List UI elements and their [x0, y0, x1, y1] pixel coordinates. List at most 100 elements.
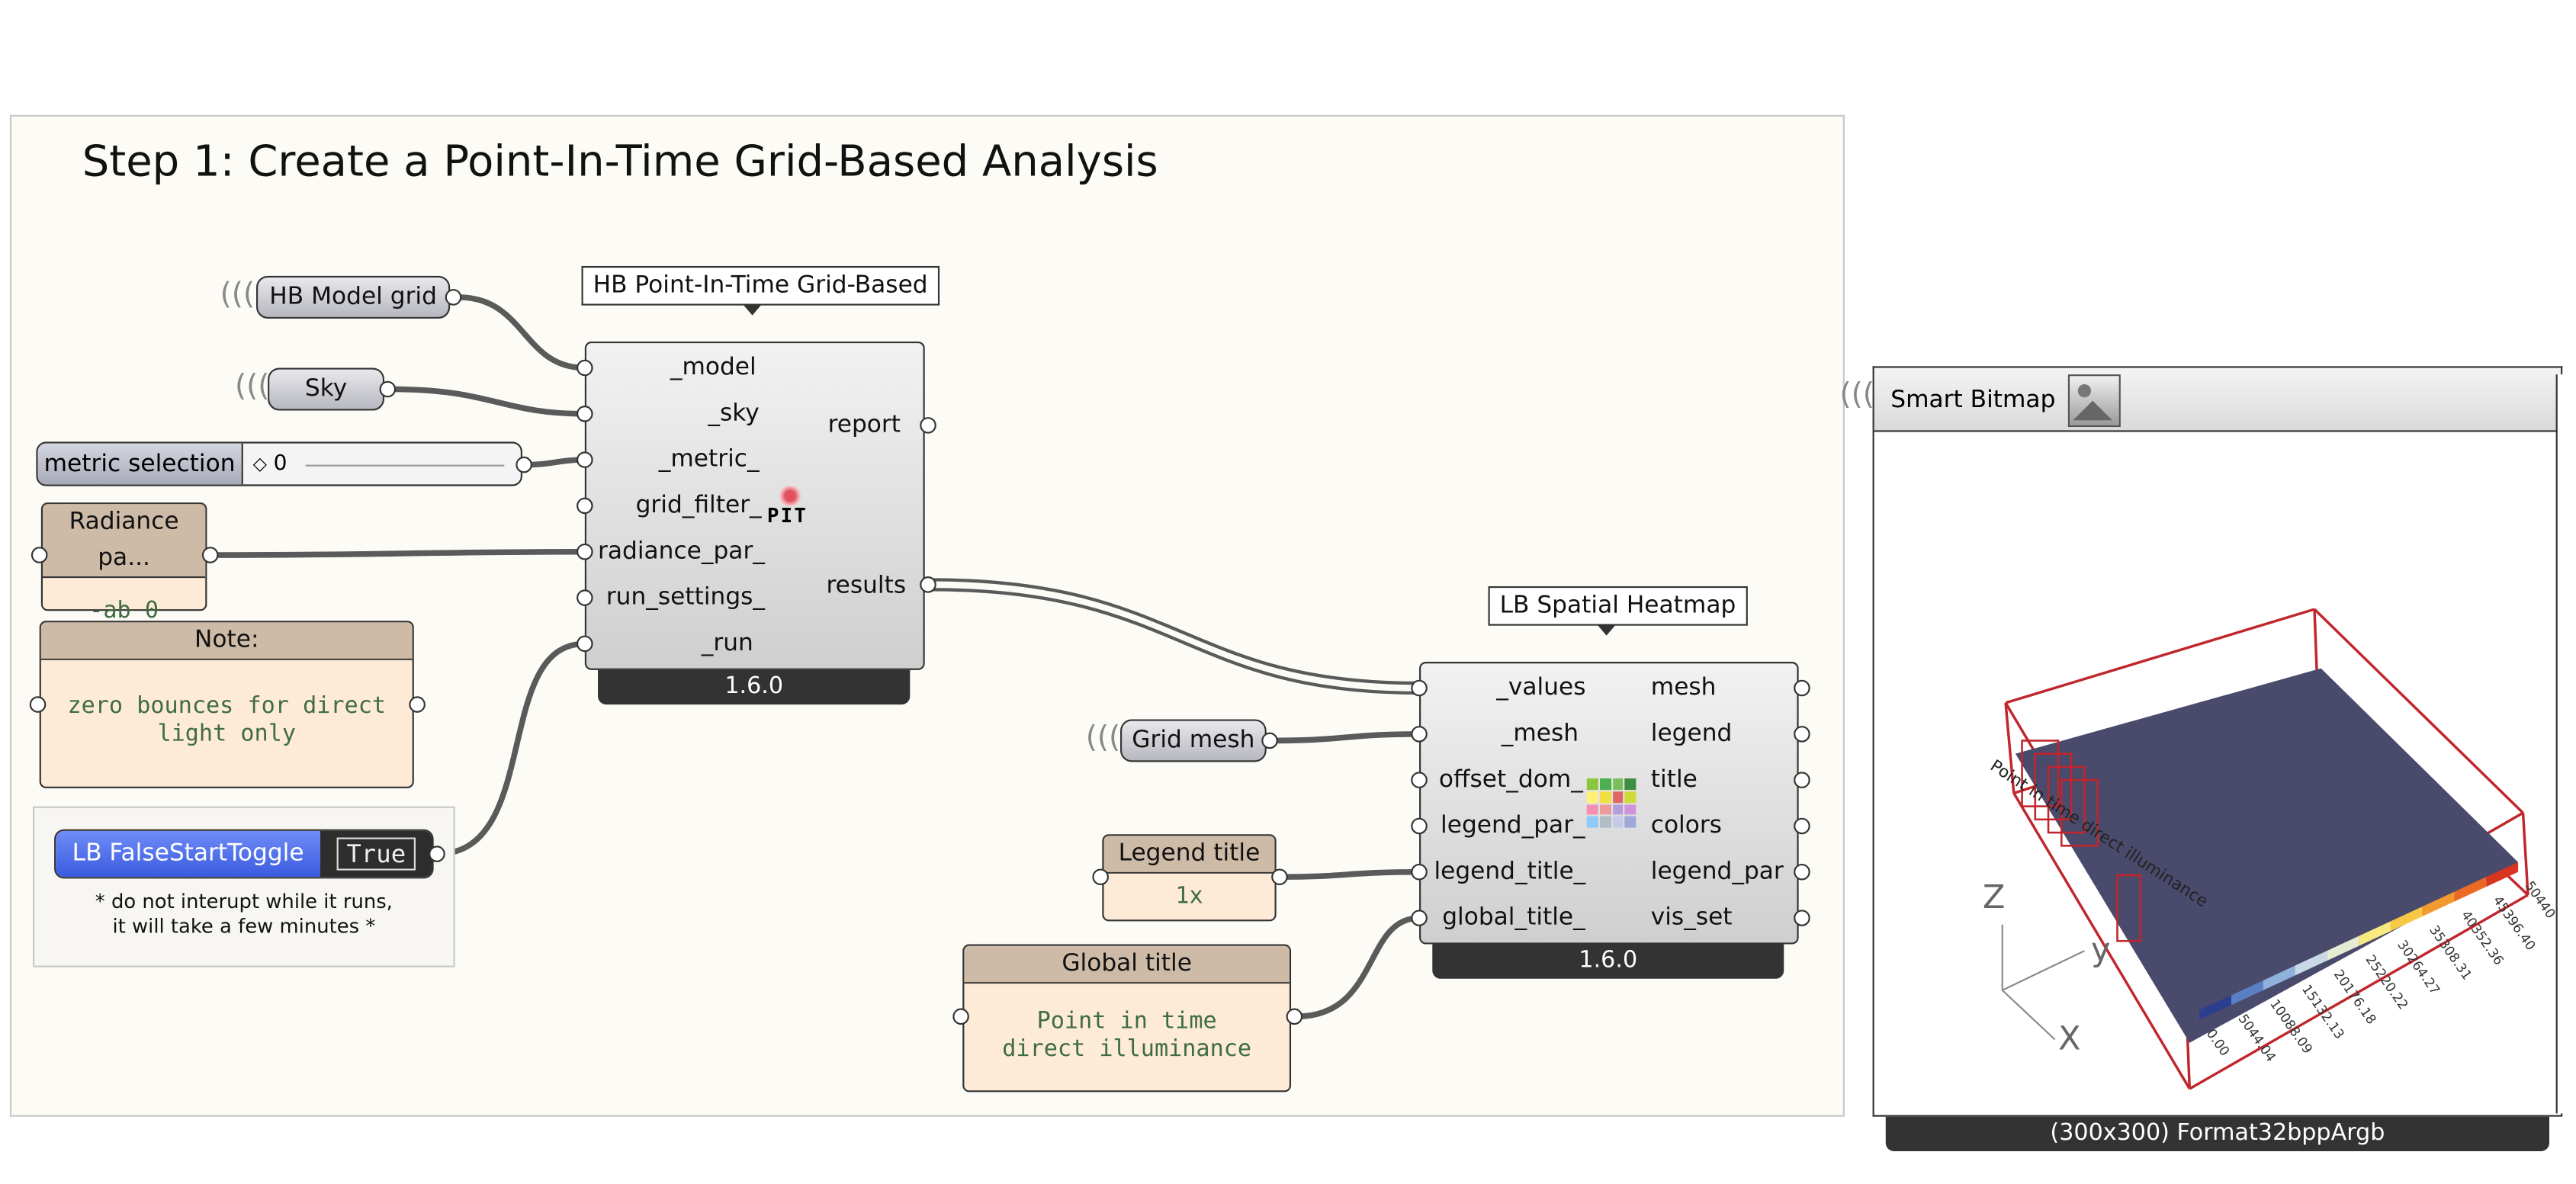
wire-results-a	[930, 578, 1420, 685]
lb-input-legend-par[interactable]: legend_par_	[1441, 813, 1585, 839]
hb-dot-out[interactable]	[920, 576, 936, 593]
hb-input-sky[interactable]: _sky	[708, 400, 760, 428]
hb-input-grid-filter[interactable]: grid_filter_	[635, 493, 762, 519]
param-sky[interactable]: Sky	[268, 367, 385, 411]
hb-input-run[interactable]: _run	[701, 631, 753, 657]
slider-handle-icon[interactable]: ◇	[252, 453, 267, 475]
panel-legend-title[interactable]: Legend title 1x	[1102, 834, 1277, 922]
hb-input-run-settings[interactable]: run_settings_	[605, 584, 766, 611]
slider-output[interactable]	[516, 456, 532, 473]
bbox-edge	[2005, 608, 2315, 704]
image-icon	[2068, 374, 2122, 426]
axis-x-line	[2001, 990, 2056, 1041]
lb-input-global-title[interactable]: global_title_	[1442, 904, 1585, 932]
slider-track[interactable]: ◇ 0	[243, 444, 521, 485]
panel-note-input[interactable]	[29, 696, 47, 713]
hb-input-model[interactable]: _model	[670, 355, 756, 381]
lb-input-mesh[interactable]: _mesh	[1501, 720, 1579, 748]
lb-output-title[interactable]: title	[1650, 766, 1698, 794]
wire-sky	[387, 386, 588, 417]
param-grid-mesh-output[interactable]	[1261, 732, 1278, 749]
lb-dot-in[interactable]	[1411, 726, 1428, 743]
param-sky-label: Sky	[304, 376, 348, 403]
hb-input-radiance-par[interactable]: radiance_par_	[598, 538, 765, 565]
param-hb-model-grid-output[interactable]	[445, 289, 462, 306]
panel-legend-title-input[interactable]	[1092, 868, 1109, 886]
toggle-switch[interactable]: True	[320, 830, 432, 878]
legend-swatch	[2231, 980, 2263, 1006]
lb-input-legend-title[interactable]: legend_title_	[1434, 858, 1586, 886]
toggle-output[interactable]	[429, 845, 445, 862]
panel-radiance-text: -ab 0	[89, 598, 159, 624]
legend-swatch	[2422, 891, 2455, 916]
hb-output-report[interactable]: report	[827, 412, 901, 439]
lb-output-colors[interactable]: colors	[1650, 813, 1722, 839]
panel-note-title: Note:	[40, 622, 413, 660]
lb-dot-in[interactable]	[1411, 864, 1428, 881]
group-title: Step 1: Create a Point-In-Time Grid-Base…	[82, 137, 1158, 188]
panel-global-title-input[interactable]	[952, 1008, 969, 1025]
panel-radiance-input[interactable]	[31, 547, 48, 563]
lb-false-start-toggle[interactable]: LB FalseStartToggle True	[54, 829, 434, 879]
lb-output-mesh[interactable]: mesh	[1650, 675, 1717, 701]
window-outline	[2060, 778, 2099, 847]
lb-dot-out[interactable]	[1794, 772, 1810, 788]
lb-heatmap-icon	[1586, 778, 1636, 828]
legend-swatch	[2327, 935, 2359, 961]
lb-dot-in[interactable]	[1411, 910, 1428, 926]
hb-version: 1.6.0	[598, 669, 911, 705]
smart-bitmap-header[interactable]: Smart Bitmap	[1872, 366, 2563, 432]
param-hb-model-grid[interactable]: HB Model grid	[256, 275, 451, 319]
hb-dot-in[interactable]	[577, 359, 593, 377]
lb-dot-in[interactable]	[1411, 679, 1428, 697]
callout-pointer-icon	[742, 303, 763, 316]
bbox-edge	[2012, 792, 2191, 1089]
lb-dot-out[interactable]	[1794, 679, 1810, 697]
panel-global-title[interactable]: Global title Point in time direct illumi…	[962, 944, 1292, 1093]
hb-dot-in[interactable]	[577, 406, 593, 422]
axis-z-label: Z	[1983, 878, 2006, 916]
param-grid-mesh[interactable]: Grid mesh	[1120, 719, 1267, 762]
lb-dot-out[interactable]	[1794, 910, 1810, 926]
lb-input-offset-dom[interactable]: offset_dom_	[1438, 766, 1583, 794]
lb-dot-out[interactable]	[1794, 726, 1810, 743]
legend-swatch	[2263, 965, 2295, 990]
lb-dot-out[interactable]	[1794, 864, 1810, 881]
panel-note[interactable]: Note: zero bounces for direct light only	[39, 621, 414, 788]
legend-tick-label: 35308.31	[2426, 923, 2475, 983]
hb-output-results[interactable]: results	[826, 573, 907, 600]
param-sky-output[interactable]	[379, 380, 397, 398]
panel-radiance-output[interactable]	[201, 547, 219, 563]
bbox-edge	[2521, 813, 2529, 896]
panel-global-title-output[interactable]	[1286, 1008, 1303, 1025]
legend-tick-label: 20176.18	[2330, 967, 2379, 1028]
legend-tick-label: 10088.09	[2266, 996, 2315, 1057]
lb-input-values[interactable]: _values	[1496, 675, 1586, 701]
axis-y-label: y	[2091, 931, 2111, 969]
hb-dot-in[interactable]	[577, 589, 593, 606]
lb-output-legend-par[interactable]: legend_par	[1650, 858, 1784, 886]
lb-dot-out[interactable]	[1794, 817, 1810, 835]
hb-dot-out[interactable]	[920, 417, 936, 434]
hb-dot-in[interactable]	[577, 543, 593, 560]
panel-global-title-text: Point in time direct illuminance	[1002, 1008, 1252, 1063]
lb-dot-in[interactable]	[1411, 817, 1428, 835]
metric-selection-slider[interactable]: metric selection ◇ 0	[36, 441, 522, 486]
param-grip-icon: (((	[1085, 720, 1121, 756]
panel-legend-title-output[interactable]	[1271, 868, 1288, 886]
hb-input-metric[interactable]: _metric_	[658, 446, 760, 473]
hb-dot-in[interactable]	[577, 635, 593, 653]
lb-dot-in[interactable]	[1411, 772, 1428, 788]
lb-spatial-heatmap-component[interactable]	[1419, 662, 1799, 945]
hb-dot-in[interactable]	[577, 451, 593, 468]
wire-legend-title	[1277, 869, 1422, 881]
panel-radiance-par[interactable]: Radiance pa... -ab 0	[40, 502, 207, 624]
window-outline	[2047, 765, 2086, 834]
panel-note-output[interactable]	[409, 696, 426, 713]
hb-dot-in[interactable]	[577, 497, 593, 515]
panel-global-title-title: Global title	[964, 945, 1290, 984]
lb-output-legend[interactable]: legend	[1650, 720, 1733, 748]
lb-output-vis-set[interactable]: vis_set	[1650, 904, 1733, 932]
